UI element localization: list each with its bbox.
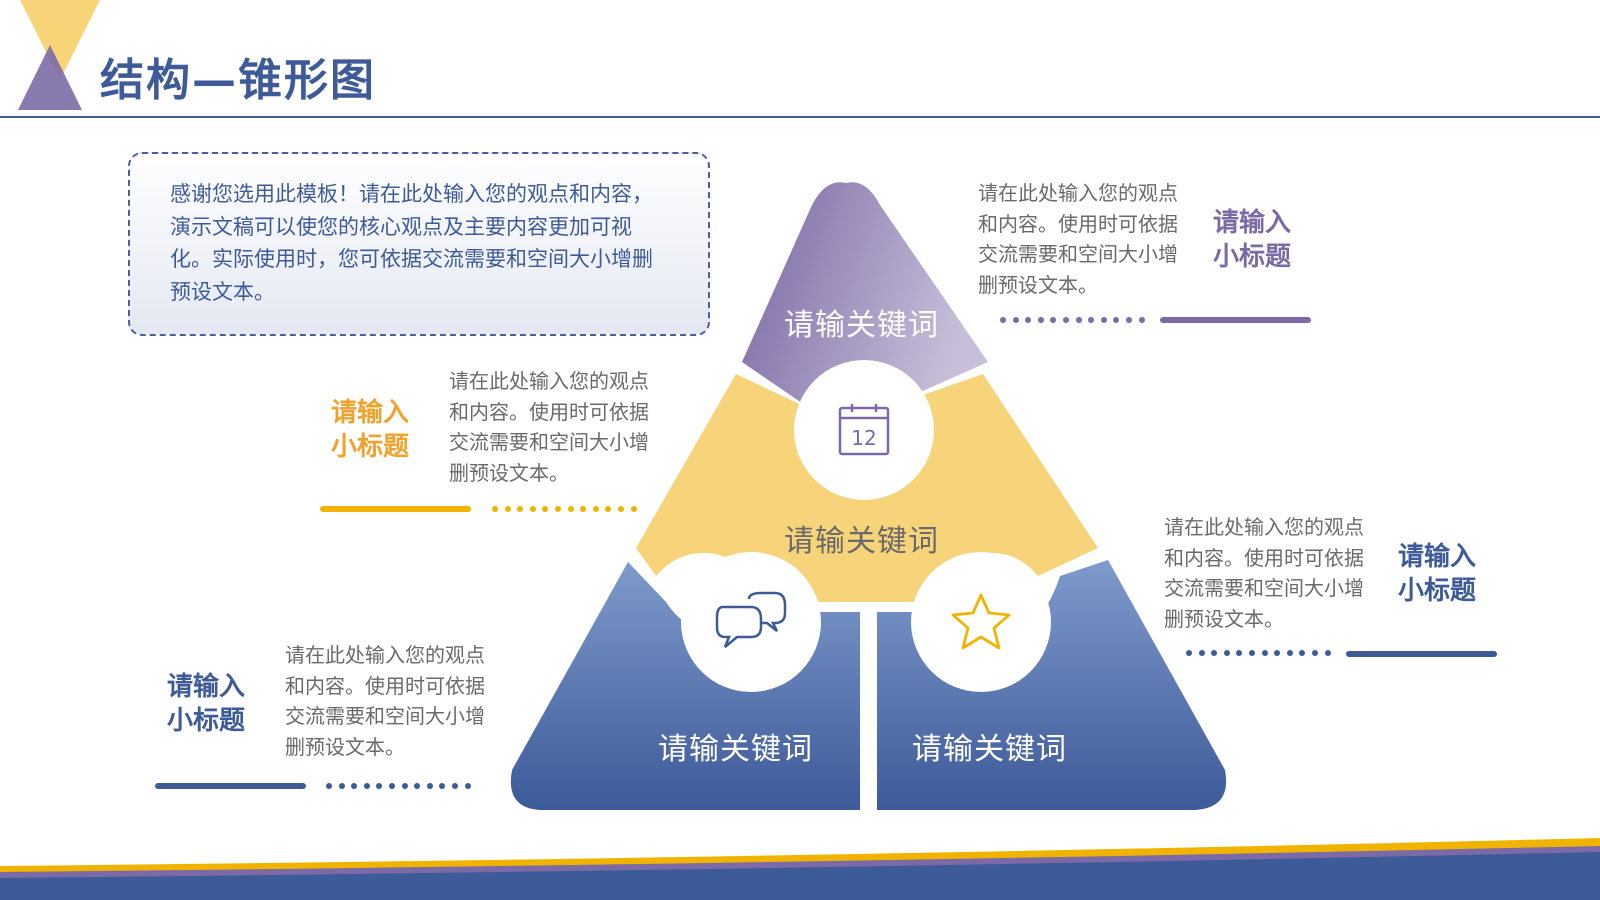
intro-text-box: 感谢您选用此模板！请在此处输入您的观点和内容，演示文稿可以使您的核心观点及主要内… [128,152,710,336]
right-description: 请在此处输入您的观点和内容。使用时可依据交流需要和空间大小增删预设文本。 [1164,515,1364,631]
bottom-left-dots [326,783,477,791]
right-dots [1186,650,1337,658]
top-keyword-label: 请输关键词 [784,308,939,343]
corner-logo-triangles [18,0,100,110]
bottom-left-keyword-label: 请输关键词 [658,732,813,767]
star-circle [911,552,1051,692]
star-icon [951,593,1011,650]
middle-left-dots [492,506,643,514]
chat-circle [681,552,821,692]
pyramid-bottom-right-segment[interactable] [877,560,1227,810]
chat-bubbles-icon [715,591,787,648]
right-accent-line [1346,651,1497,657]
intro-text: 感谢您选用此模板！请在此处输入您的观点和内容，演示文稿可以使您的核心观点及主要内… [170,182,653,304]
header-divider [0,116,1600,118]
middle-left-description: 请在此处输入您的观点和内容。使用时可依据交流需要和空间大小增删预设文本。 [449,369,649,485]
bottom-left-description: 请在此处输入您的观点和内容。使用时可依据交流需要和空间大小增删预设文本。 [285,643,485,759]
pyramid-bottom-left-segment[interactable] [510,562,860,810]
bottom-left-accent-line [155,783,306,789]
top-right-description: 请在此处输入您的观点和内容。使用时可依据交流需要和空间大小增删预设文本。 [978,181,1178,297]
pyramid-top-segment[interactable] [742,182,988,410]
middle-keyword-label: 请输关键词 [784,524,939,559]
calendar-number: 12 [851,426,876,450]
top-right-dots [1000,317,1151,325]
calendar-circle: 12 [794,360,934,500]
footer-wave [0,838,1600,900]
top-right-subtitle: 请输入小标题 [1213,208,1292,272]
bottom-left-subtitle: 请输入小标题 [167,672,246,736]
right-subtitle: 请输入小标题 [1398,542,1477,606]
page-title: 结构—锥形图 [100,55,376,106]
middle-left-accent-line [320,506,471,512]
calendar-icon: 12 [838,404,890,456]
top-right-accent-line [1160,317,1311,323]
middle-left-subtitle: 请输入小标题 [331,398,410,462]
bottom-right-keyword-label: 请输关键词 [912,732,1067,767]
